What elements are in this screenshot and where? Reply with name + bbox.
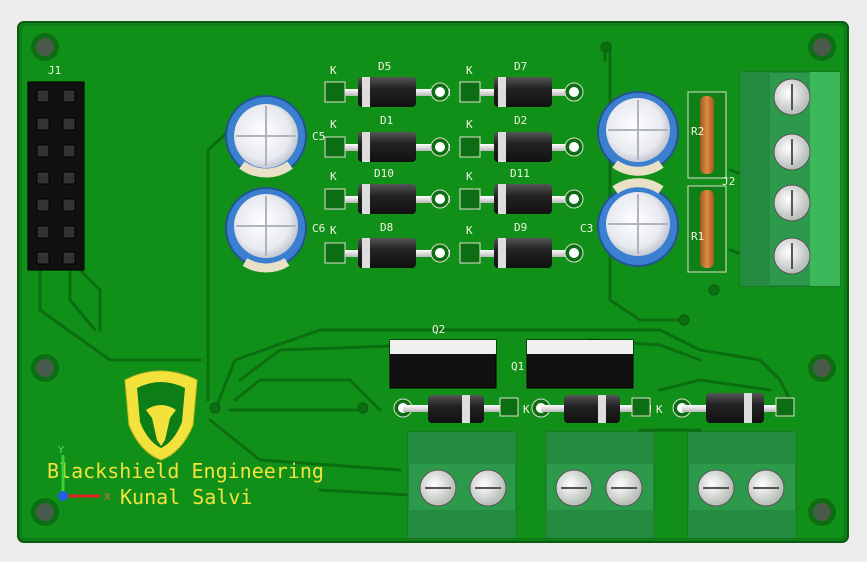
diode-d10: D10 K [324, 167, 450, 214]
d2-k: K [466, 118, 473, 131]
diode-d7: D7 K [459, 60, 584, 107]
resistors: R2 R1 [687, 91, 727, 273]
shield-logo-icon [124, 370, 198, 461]
capacitor-c5: C5 [225, 95, 325, 178]
bottom-terminal-blocks [407, 431, 797, 539]
c6-label: C6 [312, 222, 325, 235]
q1-label: Q1 [511, 360, 524, 373]
j2-label: J2 [722, 175, 735, 188]
d10-label: D10 [374, 167, 394, 180]
j2-terminal-block: J2 [722, 71, 841, 287]
q2-label: Q2 [432, 323, 445, 336]
r2-label: R2 [691, 125, 704, 138]
d2-label: D2 [514, 114, 527, 127]
c3-label: C3 [580, 222, 593, 235]
capacitor-c3: C3 [580, 178, 679, 267]
mounting-holes [31, 33, 836, 526]
diode-d9: D9 K [459, 221, 584, 268]
d10-k: K [330, 170, 337, 183]
transistors: Q2 Q1 [389, 323, 634, 389]
axis-gizmo: Y X [57, 445, 111, 503]
transistor-q1: Q1 [511, 339, 634, 389]
brand-line-1: Blackshield Engineering [47, 459, 324, 483]
diode-d5: D5 K [324, 60, 450, 107]
diode-d8: D8 K [324, 221, 450, 268]
d7-label: D7 [514, 60, 527, 73]
diode-d1: D1 K [324, 114, 450, 162]
diode-d11: D11 K [459, 167, 584, 214]
diode-d2: D2 K [459, 114, 584, 162]
j1-label: J1 [48, 64, 61, 77]
d5-label: D5 [378, 60, 391, 73]
d8-label: D8 [380, 221, 393, 234]
d1-k: K [330, 118, 337, 131]
terminal-block-left [407, 431, 517, 539]
j1-header: J1 [27, 64, 85, 271]
d11-label: D11 [510, 167, 530, 180]
d8-k: K [330, 224, 337, 237]
capacitor-c6: C6 [225, 187, 325, 273]
axis-y-label: Y [57, 445, 65, 456]
d7-k: K [466, 64, 473, 77]
lower-diode-3 [672, 393, 795, 423]
d1-label: D1 [380, 114, 393, 127]
d9-label: D9 [514, 221, 527, 234]
vias [209, 41, 720, 414]
lower-diode-1: K [393, 395, 530, 423]
lower-diode-1-k: K [523, 403, 530, 416]
lower-diode-2-k: K [656, 403, 663, 416]
transistor-q2: Q2 [389, 323, 497, 389]
brand-line-2: Kunal Salvi [120, 485, 252, 509]
terminal-block-right [687, 431, 797, 539]
lower-diodes: K K [393, 393, 795, 423]
r1-label: R1 [691, 230, 704, 243]
terminal-block-middle [545, 431, 655, 539]
lower-diode-2: K [531, 395, 663, 423]
capacitors: C5 C6 C3 [225, 91, 679, 273]
capacitor-c-top-right [597, 91, 679, 176]
diode-array: D5 K D7 K D1 K D2 [324, 60, 584, 268]
axis-x-label: X [104, 492, 111, 503]
d11-k: K [466, 170, 473, 183]
resistor-r2: R2 [687, 91, 727, 179]
d5-k: K [330, 64, 337, 77]
resistor-r1: R1 [687, 185, 727, 273]
d9-k: K [466, 224, 473, 237]
c5-label: C5 [312, 130, 325, 143]
